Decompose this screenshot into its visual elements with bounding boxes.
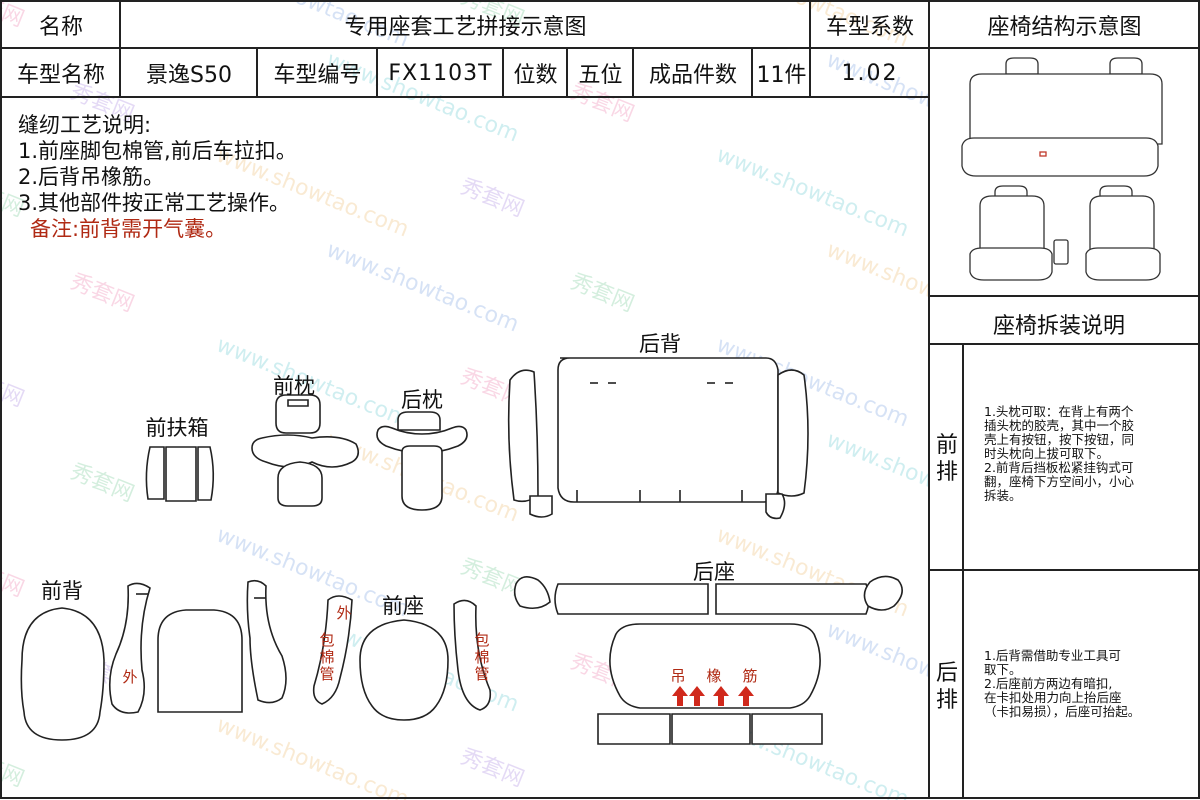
label-outer-front-seat: 外 bbox=[336, 604, 352, 622]
label-front-headrest: 前枕 bbox=[273, 374, 315, 398]
pieces-label: 成品件数 bbox=[648, 63, 737, 88]
page-title: 专用座套工艺拼接示意图 bbox=[344, 15, 587, 40]
label-cotton-tube-left: 包棉管 bbox=[319, 631, 335, 683]
label-cotton-tube-right: 包棉管 bbox=[474, 631, 490, 683]
model-code-label: 车型编号 bbox=[273, 63, 362, 88]
front-instruction-line: 插头枕的胶壳，其中一个胶 bbox=[984, 418, 1135, 433]
seats-value: 五位 bbox=[578, 63, 623, 88]
pattern-diagram bbox=[20, 357, 903, 745]
rear-row-instructions: 1.后背需借助专业工具可 取下。 2.后座前方两边有暗扣, 在卡扣处用力向上抬后… bbox=[984, 649, 1140, 719]
structure-title: 座椅结构示意图 bbox=[987, 15, 1142, 40]
label-elastic-3: 筋 bbox=[742, 667, 758, 685]
model-name-label: 车型名称 bbox=[16, 63, 105, 88]
front-headrest-pieces bbox=[251, 394, 360, 507]
front-instruction-line: 拆装。 bbox=[984, 488, 1022, 503]
label-rear-back: 后背 bbox=[639, 332, 681, 356]
rear-instruction-line: 在卡扣处用力向上抬后座 bbox=[984, 690, 1122, 705]
front-back-pieces bbox=[20, 579, 287, 741]
coefficient-label: 车型系数 bbox=[825, 15, 914, 40]
notes-item: 2.后背吊橡筋。 bbox=[18, 165, 165, 189]
front-instruction-line: 翻，座椅下方空间小，小心 bbox=[984, 474, 1135, 489]
rear-instruction-line: （卡扣易损），后座可抬起。 bbox=[984, 704, 1141, 719]
notes-title: 缝纫工艺说明: bbox=[18, 113, 152, 137]
model-code-value: FX1103T bbox=[388, 60, 493, 86]
notes-item: 1.前座脚包棉管,前后车拉扣。 bbox=[18, 139, 297, 163]
rear-instruction-line: 取下。 bbox=[984, 662, 1022, 677]
label-elastic-2: 橡 bbox=[706, 667, 722, 685]
model-name-value: 景逸S50 bbox=[146, 63, 232, 88]
disassembly-title: 座椅拆装说明 bbox=[993, 314, 1126, 339]
sewing-notes: 缝纫工艺说明: 1.前座脚包棉管,前后车拉扣。 2.后背吊橡筋。 3.其他部件按… bbox=[18, 112, 297, 242]
elastic-arrows bbox=[672, 686, 754, 706]
name-label: 名称 bbox=[38, 15, 83, 40]
label-front-back: 前背 bbox=[41, 579, 83, 603]
rear-seat-pieces bbox=[513, 575, 903, 745]
label-front-armrest: 前扶箱 bbox=[145, 416, 209, 440]
label-outer-front-back: 外 bbox=[122, 668, 138, 686]
notes-item: 3.其他部件按正常工艺操作。 bbox=[18, 191, 291, 215]
pieces-value: 11件 bbox=[756, 63, 807, 88]
rear-instruction-line: 2.后座前方两边有暗扣, bbox=[984, 676, 1113, 691]
front-instruction-line: 壳上有按钮，按下按钮，同 bbox=[984, 432, 1135, 447]
label-rear-seat: 后座 bbox=[693, 560, 735, 584]
rear-back-pieces bbox=[507, 357, 809, 520]
rear-instruction-line: 1.后背需借助专业工具可 bbox=[984, 648, 1121, 663]
notes-remark: 备注:前背需开气囊。 bbox=[30, 217, 227, 241]
label-rear-headrest: 后枕 bbox=[401, 388, 443, 412]
front-instruction-line: 1.头枕可取：在背上有两个 bbox=[984, 404, 1134, 419]
label-elastic-1: 吊 bbox=[670, 667, 686, 685]
coefficient-value: 1.02 bbox=[841, 60, 899, 86]
label-front-seat: 前座 bbox=[382, 594, 424, 618]
seats-label: 位数 bbox=[513, 63, 558, 88]
rear-row-label: 后排 bbox=[935, 661, 958, 713]
front-instruction-line: 时头枕向上拔可取下。 bbox=[984, 446, 1110, 461]
front-armrest-pieces bbox=[145, 446, 215, 502]
front-seat-pieces bbox=[312, 595, 492, 721]
front-row-instructions: 1.头枕可取：在背上有两个 插头枕的胶壳，其中一个胶 壳上有按钮，按下按钮，同 … bbox=[984, 405, 1134, 503]
rear-headrest-pieces bbox=[376, 411, 468, 511]
front-row-label: 前排 bbox=[935, 433, 958, 485]
front-instruction-line: 2.前背后挡板松紧挂钩式可 bbox=[984, 460, 1134, 475]
